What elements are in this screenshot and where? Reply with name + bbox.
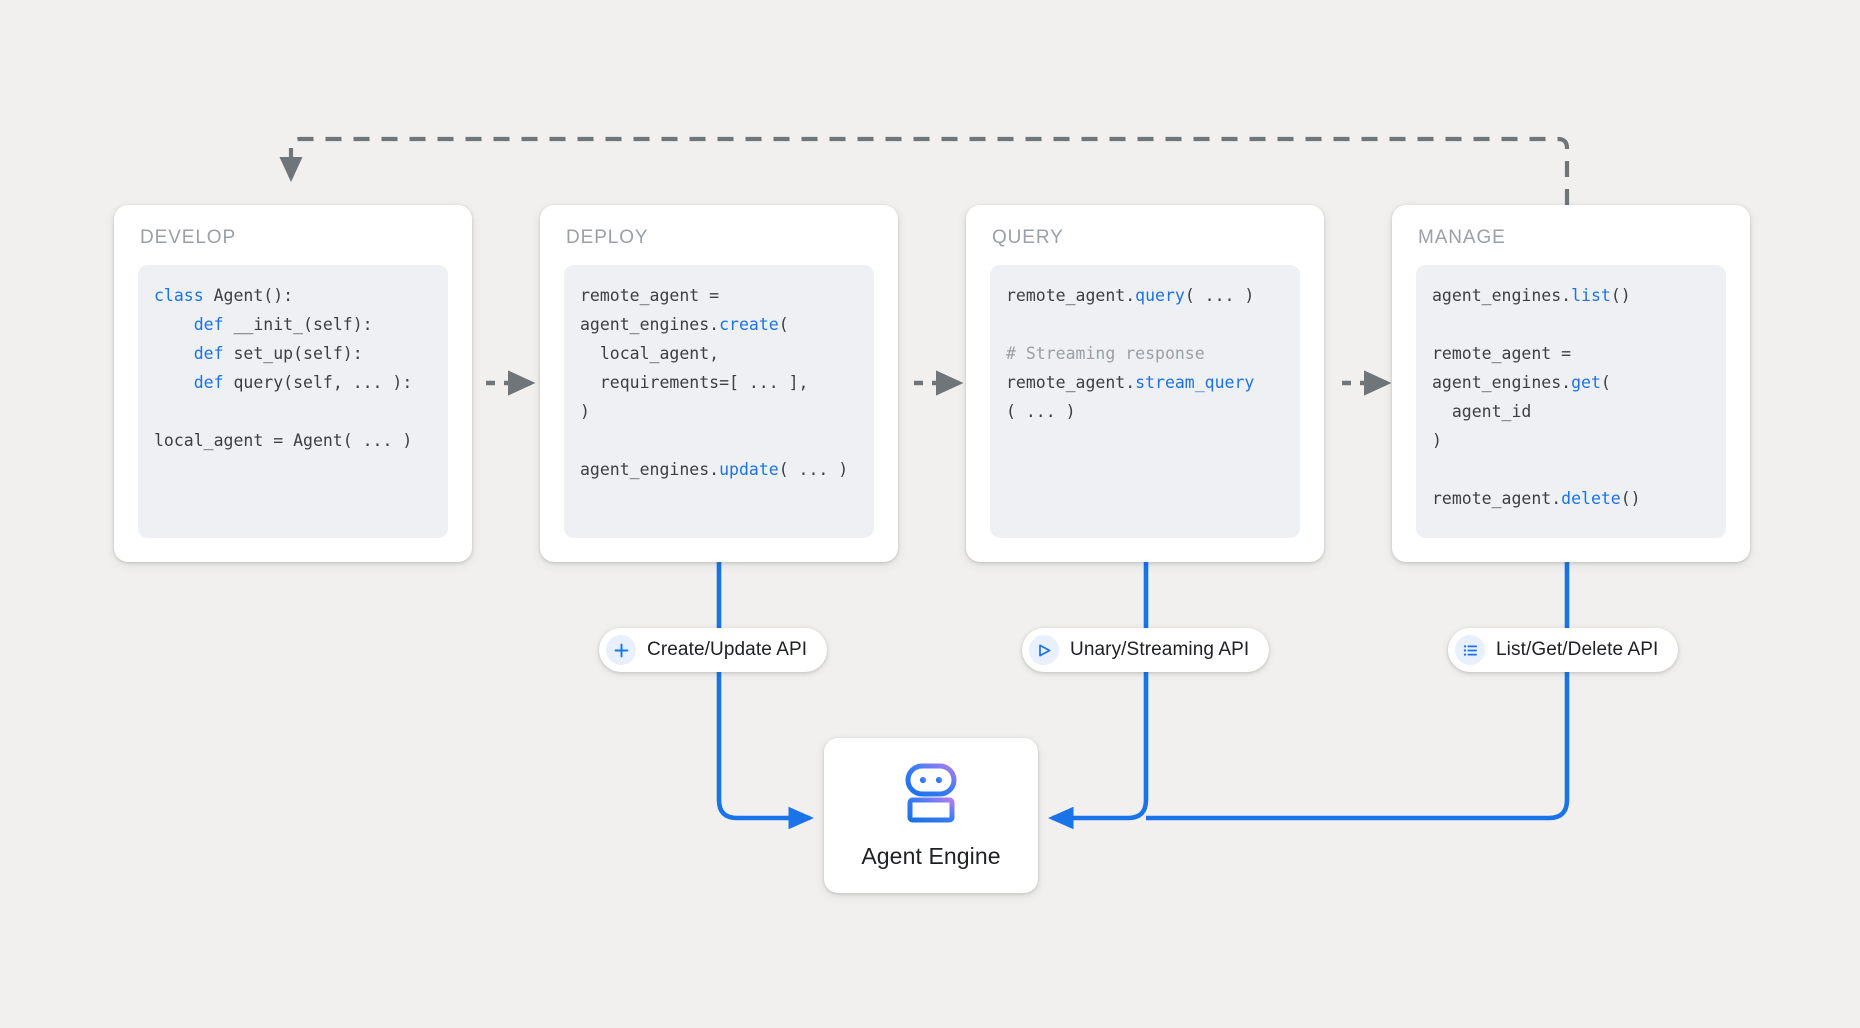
code-block-deploy: remote_agent = agent_engines.create( loc…: [564, 265, 874, 538]
stage-card-manage[interactable]: MANAGE agent_engines.list() remote_agent…: [1392, 205, 1750, 562]
stage-title-manage: MANAGE: [1418, 227, 1506, 248]
stage-card-query[interactable]: QUERY remote_agent.query( ... ) # Stream…: [966, 205, 1324, 562]
code-text-manage: agent_engines.list() remote_agent = agen…: [1432, 286, 1641, 508]
stage-title-deploy: DEPLOY: [566, 227, 649, 248]
stage-title-query: QUERY: [992, 227, 1064, 248]
api-pill-create-update[interactable]: Create/Update API: [599, 628, 828, 672]
manage-to-engine-wire: [1146, 562, 1570, 821]
api-pill-list-get-delete[interactable]: List/Get/Delete API: [1448, 628, 1679, 672]
api-pill-label-list-get-delete: List/Get/Delete API: [1496, 639, 1659, 660]
code-block-develop: class Agent(): def __init_(self): def se…: [138, 265, 448, 538]
code-text-query: remote_agent.query( ... ) # Streaming re…: [1006, 286, 1255, 421]
code-text-deploy: remote_agent = agent_engines.create( loc…: [580, 286, 849, 479]
stage-title-develop: DEVELOP: [140, 227, 237, 248]
plus-icon: [606, 635, 636, 665]
code-block-query: remote_agent.query( ... ) # Streaming re…: [990, 265, 1300, 538]
feedback-loop-arrow: [279, 136, 1570, 205]
robot-icon: [898, 762, 964, 829]
send-triangle-icon: [1029, 635, 1059, 665]
code-text-develop: class Agent(): def __init_(self): def se…: [154, 286, 413, 450]
stage-card-deploy[interactable]: DEPLOY remote_agent = agent_engines.crea…: [540, 205, 898, 562]
stage-card-develop[interactable]: DEVELOP class Agent(): def __init_(self)…: [114, 205, 472, 562]
agent-engine-label: Agent Engine: [861, 842, 1001, 869]
api-pill-label-unary-streaming: Unary/Streaming API: [1070, 639, 1250, 660]
agent-engine-node[interactable]: Agent Engine: [824, 738, 1038, 893]
api-pill-unary-streaming[interactable]: Unary/Streaming API: [1022, 628, 1270, 672]
api-pill-label-create-update: Create/Update API: [647, 639, 808, 660]
deploy-to-engine-wire: [716, 562, 815, 830]
list-icon: [1455, 635, 1485, 665]
query-to-engine-wire: [1047, 562, 1149, 830]
code-block-manage: agent_engines.list() remote_agent = agen…: [1416, 265, 1726, 538]
